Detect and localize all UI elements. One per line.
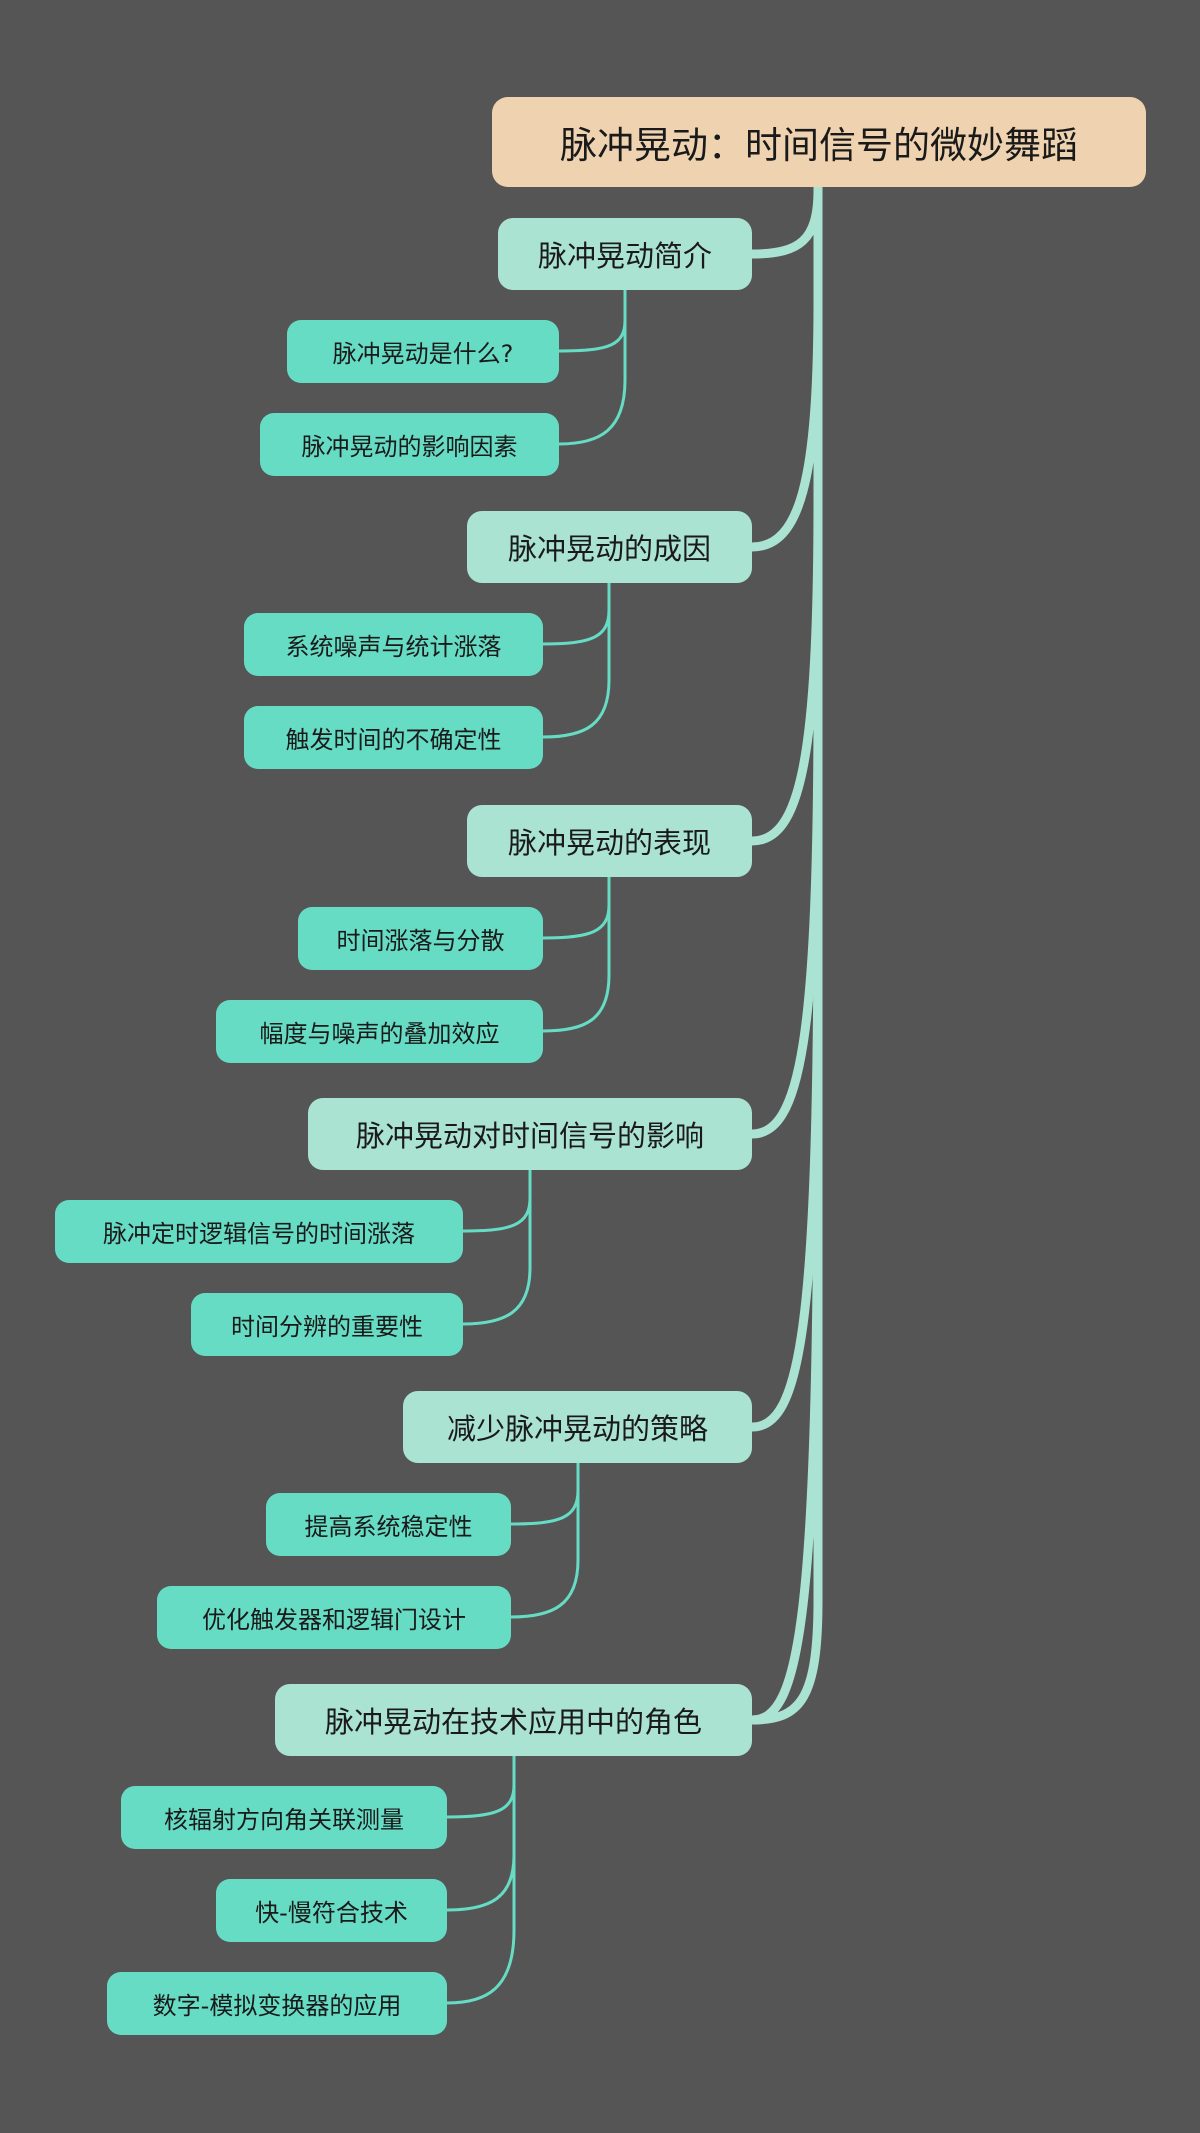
- leaf-label: 脉冲晃动的影响因素: [301, 433, 518, 461]
- leaf-label: 提高系统稳定性: [304, 1513, 473, 1541]
- branch-label: 脉冲晃动在技术应用中的角色: [324, 1705, 702, 1739]
- leaf-node[interactable]: 提高系统稳定性: [266, 1493, 511, 1556]
- branch-node-causes[interactable]: 脉冲晃动的成因: [467, 511, 752, 583]
- leaf-node[interactable]: 核辐射方向角关联测量: [121, 1786, 447, 1849]
- branch-node-strategies[interactable]: 减少脉冲晃动的策略: [403, 1391, 752, 1463]
- leaf-label: 核辐射方向角关联测量: [164, 1806, 404, 1834]
- leaf-node[interactable]: 快-慢符合技术: [216, 1879, 447, 1942]
- root-node[interactable]: 脉冲晃动：时间信号的微妙舞蹈: [492, 97, 1146, 187]
- leaf-node[interactable]: 时间分辨的重要性: [191, 1293, 463, 1356]
- branch-label: 减少脉冲晃动的策略: [446, 1412, 708, 1446]
- leaf-node[interactable]: 脉冲晃动的影响因素: [260, 413, 559, 476]
- leaf-label: 幅度与噪声的叠加效应: [259, 1020, 500, 1048]
- leaf-label: 优化触发器和逻辑门设计: [202, 1606, 466, 1634]
- leaf-label: 系统噪声与统计涨落: [285, 633, 502, 661]
- leaf-label: 快-慢符合技术: [255, 1899, 408, 1927]
- leaf-node[interactable]: 脉冲定时逻辑信号的时间涨落: [55, 1200, 463, 1263]
- branch-node-impact[interactable]: 脉冲晃动对时间信号的影响: [308, 1098, 752, 1170]
- leaf-node[interactable]: 数字-模拟变换器的应用: [107, 1972, 447, 2035]
- leaf-label: 触发时间的不确定性: [285, 726, 502, 754]
- leaf-node[interactable]: 时间涨落与分散: [298, 907, 543, 970]
- leaf-node[interactable]: 幅度与噪声的叠加效应: [216, 1000, 543, 1063]
- branch-node-intro[interactable]: 脉冲晃动简介: [498, 218, 752, 290]
- leaf-node[interactable]: 优化触发器和逻辑门设计: [157, 1586, 511, 1649]
- leaf-node[interactable]: 系统噪声与统计涨落: [244, 613, 543, 676]
- branch-node-manifestation[interactable]: 脉冲晃动的表现: [467, 805, 752, 877]
- branch-node-applications[interactable]: 脉冲晃动在技术应用中的角色: [275, 1684, 752, 1756]
- leaf-label: 时间分辨的重要性: [231, 1313, 423, 1341]
- branch-label: 脉冲晃动的成因: [507, 532, 711, 566]
- root-label: 脉冲晃动：时间信号的微妙舞蹈: [560, 124, 1078, 167]
- leaf-label: 脉冲定时逻辑信号的时间涨落: [103, 1220, 415, 1248]
- branch-label: 脉冲晃动对时间信号的影响: [355, 1119, 704, 1153]
- leaf-node[interactable]: 触发时间的不确定性: [244, 706, 543, 769]
- leaf-label: 时间涨落与分散: [336, 927, 505, 955]
- leaf-label: 脉冲晃动是什么?: [332, 340, 514, 368]
- leaf-node[interactable]: 脉冲晃动是什么?: [287, 320, 559, 383]
- branch-label: 脉冲晃动的表现: [507, 826, 711, 860]
- branch-label: 脉冲晃动简介: [537, 239, 712, 273]
- leaf-label: 数字-模拟变换器的应用: [152, 1992, 402, 2020]
